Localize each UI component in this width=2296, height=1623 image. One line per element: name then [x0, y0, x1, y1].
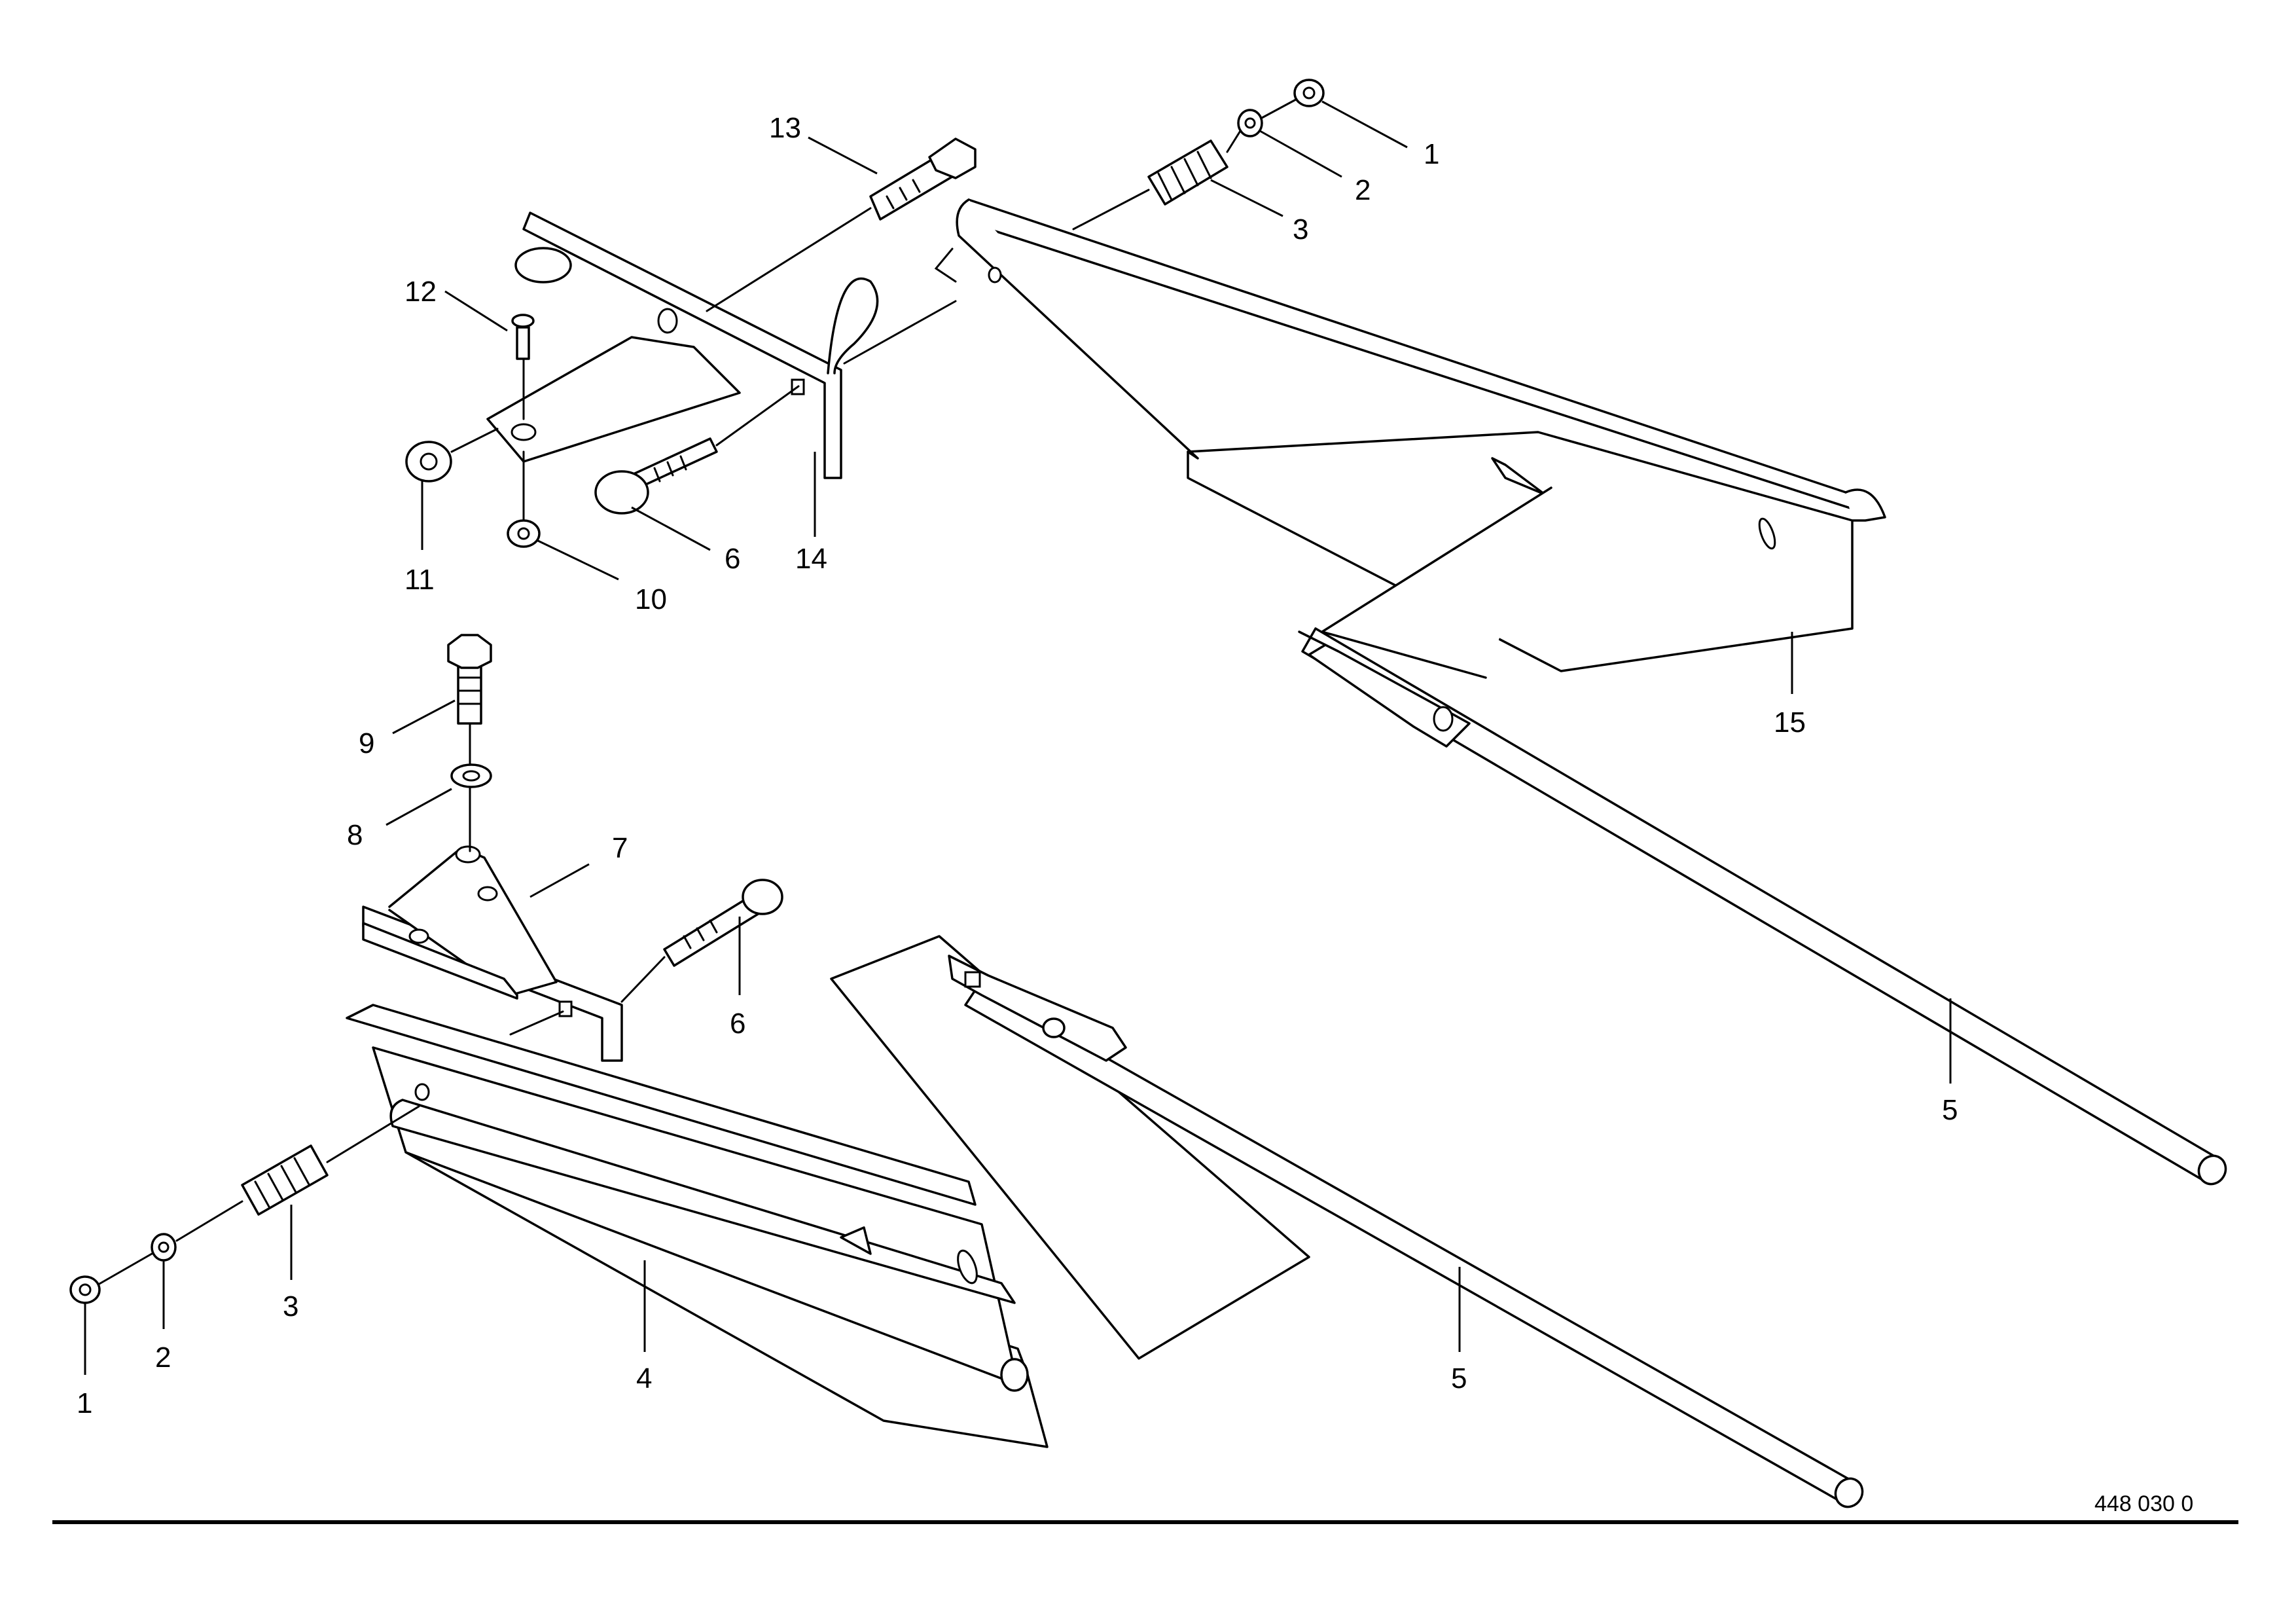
part-2-upper-washer: [1237, 109, 1263, 137]
callout-6-upper: 6: [725, 543, 740, 575]
callout-7: 7: [612, 832, 628, 864]
callout-12: 12: [404, 276, 437, 308]
callout-4: 4: [636, 1362, 652, 1395]
part-6-lower-carriage-bolt: [663, 879, 783, 967]
part-8-washer: [450, 763, 492, 788]
part-1-upper-nut: [1293, 79, 1325, 107]
part-7-lower-bracket: [362, 845, 623, 1062]
part-14-upper-bracket: [486, 211, 879, 479]
callout-2-lower: 2: [155, 1341, 171, 1374]
callout-8: 8: [347, 819, 363, 851]
part-4-lower-deflector: [346, 1004, 1049, 1448]
upper-assembly-lines: [450, 98, 1297, 522]
callout-6-lower: 6: [730, 1008, 745, 1040]
callout-3-lower: 3: [283, 1290, 298, 1322]
part-5-upper-rod: [1298, 486, 2227, 1186]
callout-11: 11: [404, 564, 435, 596]
part-3-upper-spring: [1147, 139, 1229, 206]
part-13-bolt: [869, 137, 977, 221]
callout-leaders: [84, 100, 1952, 1375]
part-3-lower-spring: [241, 1144, 329, 1216]
part-12-screw: [511, 314, 535, 360]
part-6-upper-carriage-bolt: [594, 437, 718, 515]
lower-assembly-lines: [97, 722, 666, 1286]
part-2-lower-washer: [151, 1233, 177, 1262]
callout-13: 13: [769, 112, 801, 144]
callout-5-lower-rod: 5: [1451, 1362, 1467, 1395]
callout-9: 9: [359, 727, 374, 759]
callout-5-upper-rod: 5: [1942, 1094, 1958, 1126]
part-11-nut: [405, 441, 452, 483]
part-9-bolt: [447, 634, 492, 725]
part-10-nut: [507, 519, 541, 548]
callout-2-upper: 2: [1355, 174, 1371, 206]
part-5-lower-rod: [830, 935, 1864, 1508]
callout-15: 15: [1774, 706, 1806, 739]
drawing-number: 448 030 0: [2094, 1491, 2193, 1516]
callout-3-upper: 3: [1293, 213, 1308, 246]
callout-10: 10: [635, 583, 667, 615]
callout-14: 14: [795, 543, 827, 575]
callout-1-upper: 1: [1424, 138, 1439, 170]
callout-1-lower: 1: [77, 1387, 92, 1419]
part-1-lower-nut: [69, 1275, 101, 1304]
